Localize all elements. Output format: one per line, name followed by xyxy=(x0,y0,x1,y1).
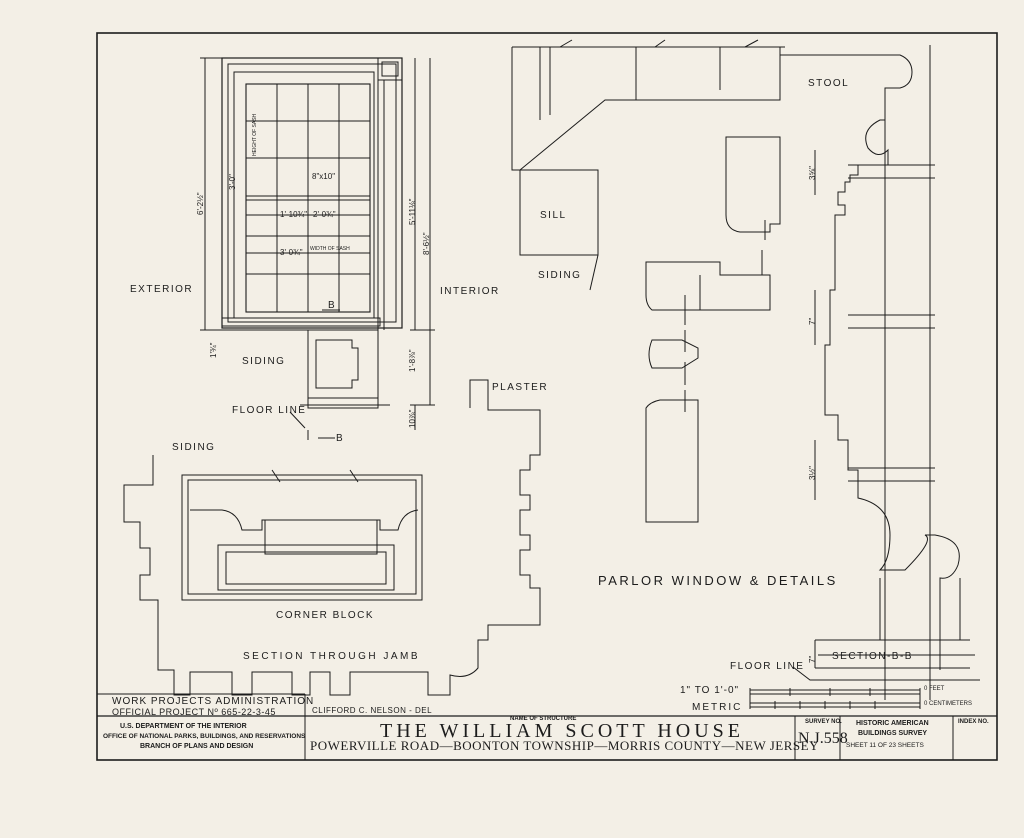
label-floor-line-left: FLOOR LINE xyxy=(232,405,307,416)
wpa-line1: WORK PROJECTS ADMINISTRATION xyxy=(112,696,315,707)
scale-imperial-label: 1" TO 1'-0" xyxy=(680,685,740,696)
habs-line2: BUILDINGS SURVEY xyxy=(858,730,928,737)
structure-name: THE WILLIAM SCOTT HOUSE xyxy=(380,720,745,742)
sheet-border xyxy=(96,32,998,761)
survey-number: N.J.558 xyxy=(798,730,848,747)
label-siding-lower: SIDING xyxy=(172,442,216,453)
dim-below-sill-left: 1'¾" xyxy=(209,342,218,359)
label-floor-line-right: FLOOR LINE xyxy=(730,661,805,672)
structure-address: POWERVILLE ROAD—BOONTON TOWNSHIP—MORRIS … xyxy=(310,738,819,753)
label-section-jamb: SECTION THROUGH JAMB xyxy=(243,651,421,662)
scale-metric-label: METRIC xyxy=(692,702,743,713)
section-b-b xyxy=(780,45,980,700)
index-no-label: INDEX NO. xyxy=(958,719,989,725)
section-through-jamb xyxy=(123,379,541,696)
delineator: CLIFFORD C. NELSON - DEL xyxy=(312,706,433,715)
label-stool: STOOL xyxy=(808,78,850,89)
drawing-title: PARLOR WINDOW & DETAILS xyxy=(598,573,838,588)
wpa-line2: OFFICIAL PROJECT Nº 665-22-3-45 xyxy=(112,707,276,717)
dim-detail-mid: 7" xyxy=(808,317,817,325)
sash-details xyxy=(645,136,781,523)
habs-line1: HISTORIC AMERICAN xyxy=(856,720,929,727)
survey-no-label: SURVEY NO. xyxy=(805,719,842,725)
dim-glass-size: 8"x10" xyxy=(312,172,336,181)
label-section-bb: SECTION-B-B xyxy=(832,651,913,662)
sill-profile xyxy=(511,39,785,291)
dim-interior-upper: 5'-11⅛" xyxy=(408,198,417,225)
dim-base-height: 10⅞" xyxy=(408,409,417,428)
dept-line2: OFFICE OF NATIONAL PARKS, BUILDINGS, AND… xyxy=(103,733,306,740)
section-mark-b-bottom: B xyxy=(336,433,345,444)
dim-detail-upper: 3⅝" xyxy=(808,166,817,180)
label-interior: INTERIOR xyxy=(440,286,500,297)
scale-cm-label: 0 CENTIMETERS xyxy=(924,701,973,707)
dim-window-height-exterior: 6'-2½" xyxy=(196,192,205,215)
label-sill: SILL xyxy=(540,210,567,221)
dim-half-width-left: 1'-10¾" xyxy=(280,210,308,219)
sheet-number: SHEET 11 OF 23 SHEETS xyxy=(846,742,924,749)
dim-detail-bottom: 7" xyxy=(808,655,817,663)
dim-sash-height: 3'-0" xyxy=(228,174,237,190)
dim-below-sill-right: 1'-8⅞" xyxy=(408,349,417,372)
label-siding-right: SIDING xyxy=(538,270,582,281)
label-corner-block: CORNER BLOCK xyxy=(276,610,375,621)
dim-half-width-right: 2'-0¾" xyxy=(313,210,336,219)
dim-sash-width: 3'-0¾" xyxy=(280,248,303,257)
name-of-structure-label: NAME OF STRUCTURE xyxy=(510,716,577,722)
dim-interior-total: 8'-6½" xyxy=(422,232,431,255)
section-mark-b-top: B xyxy=(328,300,337,311)
label-exterior: EXTERIOR xyxy=(130,284,194,295)
label-siding-left: SIDING xyxy=(242,356,286,367)
dept-line1: U.S. DEPARTMENT OF THE INTERIOR xyxy=(120,723,247,730)
window-elevation xyxy=(200,57,435,440)
dim-detail-lower: 3½" xyxy=(808,466,817,480)
scale-feet-label: 0 FEET xyxy=(924,686,945,692)
scale-bars xyxy=(749,688,921,709)
label-plaster: PLASTER xyxy=(492,382,549,393)
dim-width-of-sash: WIDTH OF SASH xyxy=(310,246,350,252)
dim-height-of-sash: HEIGHT OF SASH xyxy=(252,113,258,156)
dept-line3: BRANCH OF PLANS AND DESIGN xyxy=(140,743,254,750)
